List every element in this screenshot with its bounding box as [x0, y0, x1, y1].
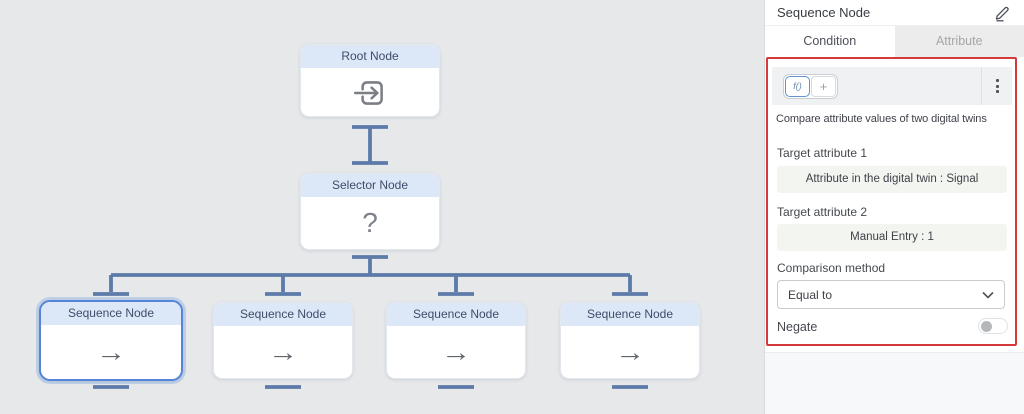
node-title: Selector Node: [301, 174, 439, 197]
node-sequence-1-selected[interactable]: Sequence Node →: [39, 300, 183, 381]
node-title: Sequence Node: [561, 303, 699, 326]
comparison-method-select[interactable]: Equal to: [777, 280, 1005, 309]
condition-description: Compare attribute values of two digital …: [776, 113, 987, 125]
target-attribute-1-value[interactable]: Attribute in the digital twin : Signal: [777, 166, 1007, 193]
toggle-knob: [981, 320, 992, 332]
target-attribute-1-label: Target attribute 1: [777, 146, 868, 160]
node-sequence-4[interactable]: Sequence Node →: [560, 302, 700, 379]
condition-toolbar: f() +: [772, 67, 1012, 105]
tab-condition[interactable]: Condition: [765, 26, 895, 57]
properties-panel: Sequence Node Condition Attribute f(): [764, 0, 1024, 414]
node-root[interactable]: Root Node: [300, 44, 440, 117]
node-title: Sequence Node: [41, 302, 181, 325]
add-condition-button[interactable]: +: [811, 75, 836, 97]
chevron-down-icon: [982, 291, 994, 299]
arrow-right-icon: →: [268, 337, 298, 367]
node-sequence-3[interactable]: Sequence Node →: [386, 302, 526, 379]
panel-title: Sequence Node: [777, 5, 871, 20]
comparison-method-value: Equal to: [788, 287, 833, 302]
panel-header: Sequence Node: [765, 0, 1024, 26]
node-title: Sequence Node: [214, 303, 352, 326]
tree-connectors: [93, 125, 648, 389]
comparison-method-label: Comparison method: [777, 261, 886, 275]
tab-attribute[interactable]: Attribute: [894, 26, 1024, 57]
node-title: Sequence Node: [387, 303, 525, 326]
node-selector[interactable]: Selector Node ?: [300, 173, 440, 250]
negate-label: Negate: [777, 320, 818, 334]
toolbar-right: [981, 67, 1012, 105]
edit-node-name-button[interactable]: [994, 4, 1011, 22]
pencil-icon: [995, 6, 1009, 21]
node-title: Root Node: [301, 45, 439, 68]
function-condition-button[interactable]: f(): [785, 75, 810, 97]
arrow-right-icon: →: [441, 337, 471, 367]
question-mark-icon: ?: [362, 207, 378, 238]
function-icon: f(): [793, 80, 802, 91]
arrow-right-icon: →: [96, 337, 126, 367]
target-attribute-2-label: Target attribute 2: [777, 205, 868, 219]
negate-toggle[interactable]: [978, 318, 1008, 334]
condition-type-group: f() +: [783, 73, 838, 99]
plus-icon: +: [819, 78, 828, 94]
toolbar-divider: [981, 67, 982, 105]
tree-canvas[interactable]: Root Node Selector Node ? Sequence Node …: [0, 0, 764, 414]
panel-footer: [765, 352, 1024, 414]
kebab-menu-icon[interactable]: [982, 67, 1012, 105]
node-sequence-2[interactable]: Sequence Node →: [213, 302, 353, 379]
enter-icon: [353, 81, 383, 105]
panel-tabs: Condition Attribute: [765, 26, 1024, 57]
target-attribute-2-value[interactable]: Manual Entry : 1: [777, 224, 1007, 251]
arrow-right-icon: →: [615, 337, 645, 367]
